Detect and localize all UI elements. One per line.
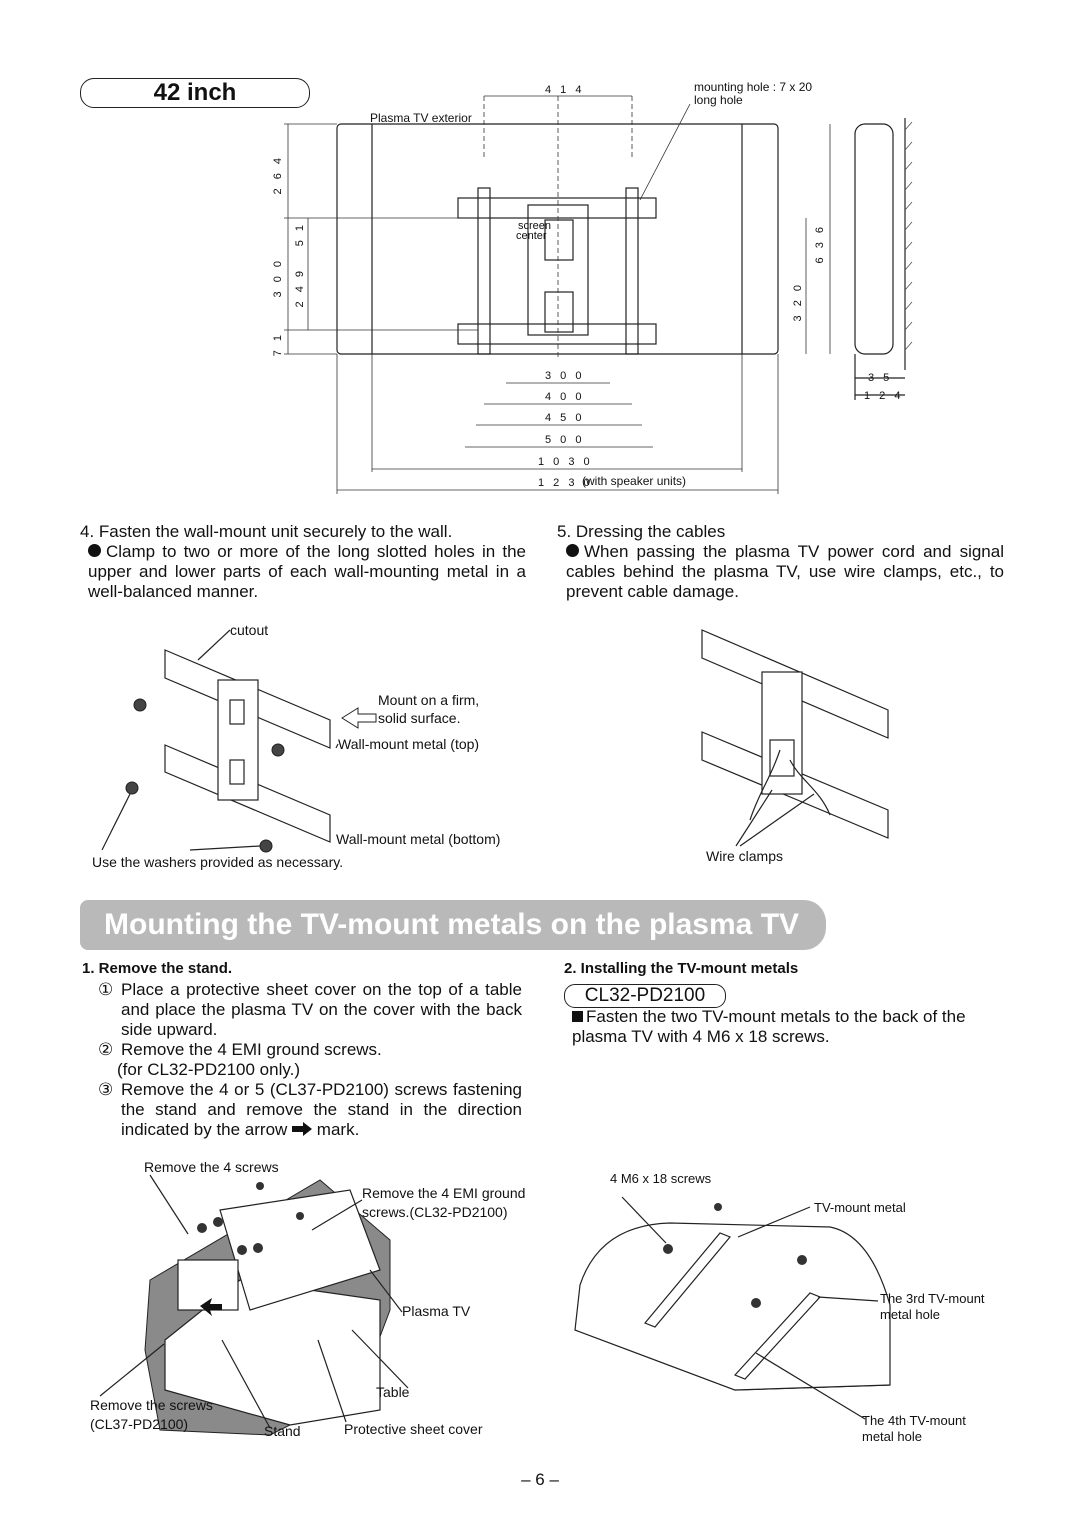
dim-124: 1 2 4 (864, 390, 904, 402)
remove-step-2-num: ② (98, 1040, 114, 1059)
install-text-block: Fasten the two TV-mount metals to the ba… (572, 1007, 1010, 1047)
exterior-label: Plasma TV exterior (370, 111, 472, 125)
step5-heading: 5. Dressing the cables (557, 522, 726, 541)
emi-label-2: screws.(CL32-PD2100) (362, 1204, 508, 1220)
bullet-icon (566, 544, 579, 557)
top-metal-label: Wall-mount metal (top) (338, 736, 480, 752)
dim-300v: 3 0 0 (272, 258, 284, 298)
section-title: Mounting the TV-mount metals on the plas… (80, 900, 826, 950)
hole-3-label-2: metal hole (880, 1307, 940, 1322)
plasma-tv-label: Plasma TV (402, 1303, 471, 1319)
model-badge: CL32-PD2100 (564, 984, 726, 1008)
dim-1230-note: (with speaker units) (582, 474, 687, 488)
mount-note-2: solid surface. (378, 710, 461, 726)
step4-bullet: Clamp to two or more of the long slotted… (88, 542, 526, 601)
install-heading: 2. Installing the TV-mount metals (564, 960, 799, 977)
remove-step-3-end: mark. (316, 1120, 360, 1139)
dim-249: 2 4 9 (294, 268, 306, 308)
wall-mount-illustration (101, 629, 377, 853)
step4-heading: 4. Fasten the wall-mount unit securely t… (80, 522, 453, 541)
sheet-label: Protective sheet cover (344, 1421, 483, 1437)
dim-300: 3 0 0 (545, 370, 585, 382)
size-badge: 42 inch (80, 78, 310, 108)
page-number: – 6 – (521, 1470, 559, 1489)
remove-4-screws-label: Remove the 4 screws (144, 1159, 279, 1175)
dim-414: 4 1 4 (545, 84, 585, 96)
cutout-label: cutout (230, 622, 269, 638)
square-bullet-icon (572, 1011, 583, 1022)
bullet-icon (88, 544, 101, 557)
step5-bullet-item: When passing the plasma TV power cord an… (566, 542, 1004, 602)
stand-removal-illustration (99, 1174, 409, 1436)
remove-step-2: Remove the 4 EMI ground screws. (121, 1040, 382, 1059)
remove-step-3-block: Remove the 4 or 5 (CL37-PD2100) screws f… (121, 1080, 522, 1141)
dim-35: 3 5 (868, 372, 893, 384)
cable-dressing-illustration (701, 629, 889, 847)
screen-center-label: screen (518, 220, 552, 232)
remove-step-2-note: (for CL32-PD2100 only.) (117, 1060, 300, 1079)
dim-51: 5 1 (294, 222, 306, 247)
stand-label: Stand (264, 1423, 301, 1439)
dim-1030: 1 0 3 0 (538, 456, 593, 468)
mounting-hole-note-2: long hole (694, 93, 743, 107)
dim-71: 7 1 (272, 332, 284, 357)
remove-step-1: Place a protective sheet cover on the to… (121, 980, 522, 1039)
dim-264: 2 6 4 (272, 155, 284, 195)
emi-label-1: Remove the 4 EMI ground (362, 1185, 526, 1201)
step4-bullet-item: Clamp to two or more of the long slotted… (88, 542, 526, 602)
washers-label: Use the washers provided as necessary. (92, 854, 344, 870)
wire-clamps-label: Wire clamps (706, 848, 784, 864)
remove-screws-label: Remove the screws (90, 1397, 213, 1413)
hole-4-label-2: metal hole (862, 1429, 922, 1444)
hole-4-label-1: The 4th TV-mount (862, 1413, 966, 1428)
dim-636: 6 3 6 (814, 224, 826, 264)
table-label: Table (376, 1384, 410, 1400)
bottom-metal-label: Wall-mount metal (bottom) (336, 831, 501, 847)
tv-mount-metal-label: TV-mount metal (814, 1200, 906, 1215)
remove-step-3: Remove the 4 or 5 (CL37-PD2100) screws f… (121, 1080, 522, 1139)
dim-1230: 1 2 3 0 (538, 477, 593, 489)
remove-step-1-num: ① (98, 980, 114, 999)
dim-500: 5 0 0 (545, 434, 585, 446)
dim-400: 4 0 0 (545, 391, 585, 403)
remove-screws-model: (CL37-PD2100) (90, 1416, 189, 1432)
mount-note-1: Mount on a firm, (378, 692, 480, 708)
step5-bullet: When passing the plasma TV power cord an… (566, 542, 1004, 601)
dim-450: 4 5 0 (545, 412, 585, 424)
tv-mount-metal-illustration (574, 1196, 891, 1420)
arrow-right-icon (292, 1121, 313, 1141)
hole-3-label-1: The 3rd TV-mount (880, 1291, 985, 1306)
screws-label: 4 M6 x 18 screws (610, 1171, 712, 1186)
mounting-hole-note: mounting hole : 7 x 20 (694, 80, 813, 94)
remove-stand-heading: 1. Remove the stand. (82, 960, 233, 977)
remove-step-3-num: ③ (98, 1080, 114, 1099)
dim-320: 3 2 0 (792, 282, 804, 322)
front-view-diagram (284, 95, 913, 494)
screen-center-label-2: center (516, 230, 547, 242)
install-text: Fasten the two TV-mount metals to the ba… (572, 1007, 966, 1046)
